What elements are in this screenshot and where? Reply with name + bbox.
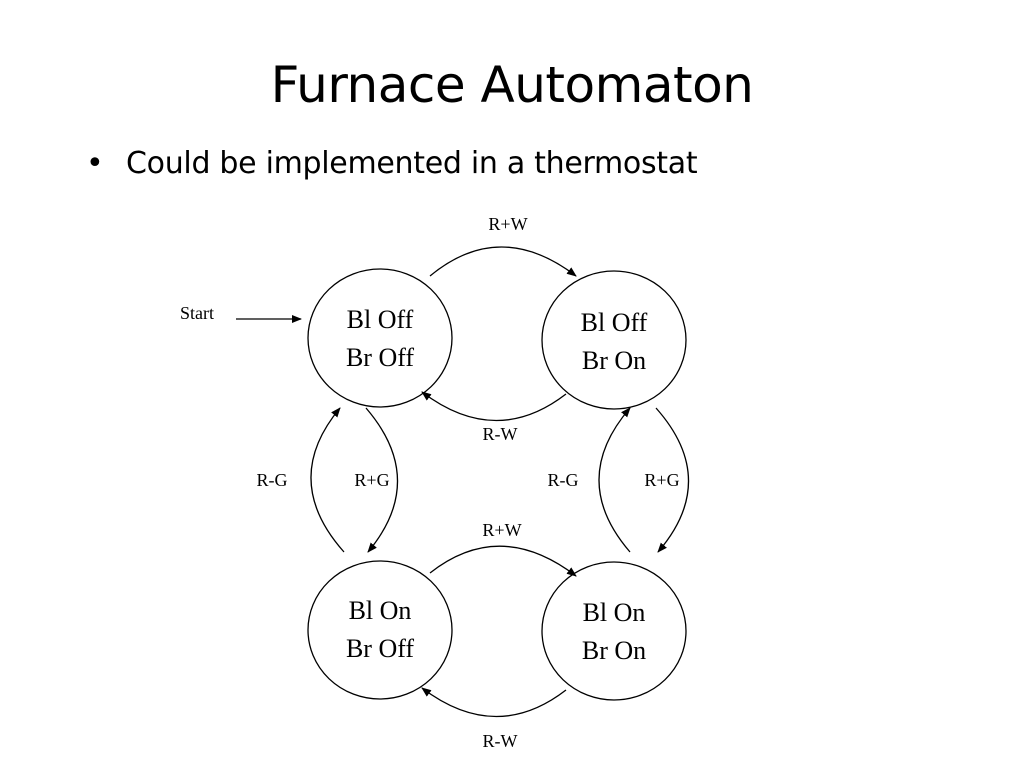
transition-arrow-bottom-forward xyxy=(429,545,577,577)
state-bl-on-br-on: Bl On Br On xyxy=(541,561,687,701)
state-line1: Bl Off xyxy=(347,305,414,334)
state-bl-off-br-on: Bl Off Br On xyxy=(541,270,687,410)
state-line1: Bl On xyxy=(349,596,412,625)
state-circle xyxy=(541,561,687,701)
state-bl-off-br-off: Bl Off Br Off xyxy=(307,268,453,408)
state-circle xyxy=(307,560,453,700)
bullet-text: Could be implemented in a thermostat xyxy=(126,146,698,181)
transition-arrow-right-up xyxy=(598,407,631,553)
state-circle xyxy=(307,268,453,408)
transition-label-bottom-back: R-W xyxy=(483,731,518,751)
state-bl-on-br-off: Bl On Br Off xyxy=(307,560,453,700)
transition-arrow-top-forward xyxy=(429,246,577,277)
state-circle xyxy=(541,270,687,410)
state-line1: Bl Off xyxy=(581,308,648,337)
transition-label-top-back: R-W xyxy=(483,424,518,444)
state-line2: Br Off xyxy=(346,634,414,663)
transition-arrow-right-down xyxy=(655,407,690,553)
transition-arrow-bottom-back xyxy=(421,687,567,718)
transition-label-bottom-forward: R+W xyxy=(482,520,521,540)
state-line2: Br Off xyxy=(346,343,414,372)
slide-title: Furnace Automaton xyxy=(270,56,754,114)
state-line2: Br On xyxy=(582,346,646,375)
transition-label-left-down: R+G xyxy=(354,470,389,490)
bullet-dot-icon: • xyxy=(86,146,104,181)
transition-label-right-down: R+G xyxy=(644,470,679,490)
transition-label-top-forward: R+W xyxy=(488,214,527,234)
state-line1: Bl On xyxy=(583,598,646,627)
transition-arrow-left-down xyxy=(365,407,399,553)
state-line2: Br On xyxy=(582,636,646,665)
transition-arrow-top-back xyxy=(421,391,567,422)
transition-arrow-left-up xyxy=(310,407,345,553)
transition-label-left-up: R-G xyxy=(257,470,288,490)
start-label: Start xyxy=(180,303,214,323)
bullet-list: • Could be implemented in a thermostat xyxy=(86,146,698,181)
bullet-item: • Could be implemented in a thermostat xyxy=(86,146,698,181)
transition-label-right-up: R-G xyxy=(548,470,579,490)
